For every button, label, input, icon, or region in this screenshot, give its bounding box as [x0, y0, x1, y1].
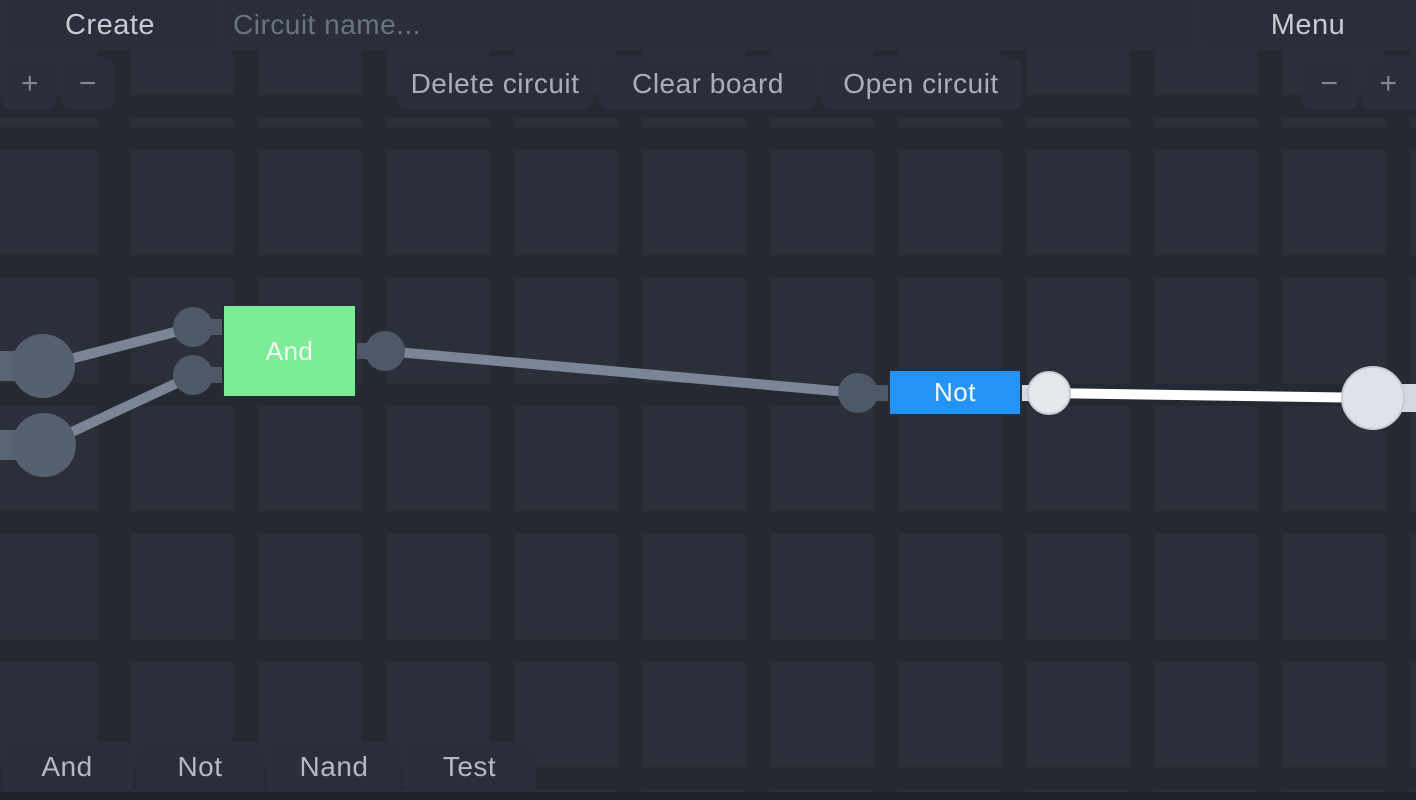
zoom-in-button-left[interactable]: +	[3, 57, 57, 110]
zoom-out-button-right[interactable]: −	[1302, 57, 1357, 110]
zoom-in-button-right[interactable]: +	[1361, 57, 1416, 110]
palette-not-button[interactable]: Not	[136, 742, 264, 792]
input-node-2[interactable]	[12, 413, 76, 477]
menu-button[interactable]: Menu	[1200, 0, 1416, 50]
wire-not-to-output[interactable]	[1048, 388, 1375, 403]
not-output-pin[interactable]	[1027, 371, 1071, 415]
circuit-name-input[interactable]	[224, 0, 1196, 50]
clear-board-button[interactable]: Clear board	[599, 57, 817, 110]
and-input-pin-1[interactable]	[173, 307, 213, 347]
open-circuit-button[interactable]: Open circuit	[821, 57, 1021, 110]
not-gate[interactable]: Not	[888, 369, 1022, 416]
zoom-out-button-left[interactable]: −	[61, 57, 115, 110]
delete-circuit-button[interactable]: Delete circuit	[397, 57, 593, 110]
and-output-pin[interactable]	[365, 331, 405, 371]
not-input-pin[interactable]	[838, 373, 878, 413]
palette-and-button[interactable]: And	[1, 742, 133, 792]
not-gate-label: Not	[934, 377, 976, 407]
output-node[interactable]	[1341, 366, 1405, 430]
and-input-pin-2[interactable]	[173, 355, 213, 395]
wire-and-to-not[interactable]	[384, 346, 859, 398]
create-button[interactable]: Create	[2, 0, 218, 50]
and-gate-label: And	[265, 335, 314, 366]
palette-nand-button[interactable]: Nand	[267, 742, 401, 792]
and-gate[interactable]: And	[222, 304, 357, 398]
palette-test-button[interactable]: Test	[403, 742, 536, 792]
bottom-edge-strip	[0, 792, 1416, 800]
input-node-1[interactable]	[11, 334, 75, 398]
